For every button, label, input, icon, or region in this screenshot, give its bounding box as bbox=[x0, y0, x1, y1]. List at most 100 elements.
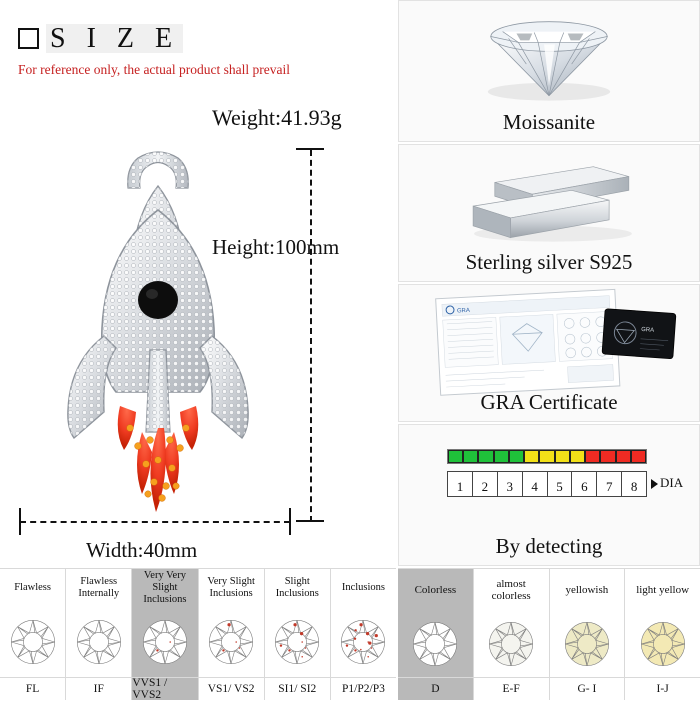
feature-card-silver: Sterling silver S925 bbox=[398, 144, 700, 282]
gem-diagram-icon bbox=[76, 620, 121, 664]
svg-text:GRA: GRA bbox=[641, 327, 654, 334]
led-segment bbox=[479, 451, 493, 462]
clarity-grade-title: Very Very Slight Inclusions bbox=[143, 570, 187, 605]
scale-tick: 6 bbox=[572, 472, 598, 496]
color-grade-title: yellowish bbox=[565, 583, 609, 596]
rocket-pendant-image bbox=[67, 151, 249, 512]
feature-caption: Sterling silver S925 bbox=[465, 250, 633, 274]
scale-tick: 1 bbox=[448, 472, 473, 496]
led-segment bbox=[570, 451, 585, 462]
size-heading-group: S I Z E bbox=[18, 24, 184, 53]
led-segment bbox=[586, 451, 600, 462]
color-grade-title: Colorless bbox=[414, 583, 457, 596]
gem-diagram-icon bbox=[413, 622, 458, 666]
feature-caption: By detecting bbox=[495, 534, 603, 558]
features-panel: Moissanite Sterling silver S92 bbox=[398, 0, 700, 566]
gem-diagram-icon bbox=[341, 620, 386, 664]
led-segment bbox=[509, 451, 524, 462]
height-top-cap bbox=[296, 148, 324, 150]
size-disclaimer: For reference only, the actual product s… bbox=[18, 62, 291, 77]
scale-tick: 7 bbox=[597, 472, 623, 496]
weight-label: Weight:41.93g bbox=[212, 105, 342, 130]
svg-text:GRA: GRA bbox=[457, 308, 470, 315]
color-grade-code: D bbox=[398, 677, 473, 700]
silver-bars-icon bbox=[472, 166, 632, 242]
clarity-grade-code: SI1/ SI2 bbox=[264, 677, 330, 700]
led-segment bbox=[616, 451, 630, 462]
size-heading: S I Z E bbox=[46, 24, 184, 53]
led-segment bbox=[631, 451, 646, 462]
color-grade-column: yellowish G- I bbox=[549, 568, 626, 700]
height-label: Height:100mm bbox=[212, 235, 340, 259]
gem-diagram-icon bbox=[275, 620, 320, 664]
clarity-grade-code: IF bbox=[66, 677, 132, 700]
certificate-icon: GRA bbox=[435, 288, 677, 396]
color-gem bbox=[550, 611, 625, 677]
width-label: Width:40mm bbox=[86, 538, 198, 562]
led-segment bbox=[464, 451, 478, 462]
dia-label: DIA bbox=[660, 475, 684, 490]
clarity-grade-title: Inclusions bbox=[341, 582, 386, 594]
led-segment bbox=[601, 451, 615, 462]
gem-diagram-icon bbox=[142, 620, 187, 664]
led-segment bbox=[525, 451, 539, 462]
color-grade-code: E-F bbox=[473, 677, 549, 700]
clarity-grade-code: P1/P2/P3 bbox=[330, 677, 397, 700]
gem-diagram-icon bbox=[640, 622, 685, 666]
feature-card-certificate: GRA bbox=[398, 284, 700, 422]
gem-diagram-icon bbox=[489, 622, 534, 666]
scale-tick: 2 bbox=[473, 472, 498, 496]
color-grade-title: light yellow bbox=[636, 583, 690, 596]
led-segment bbox=[555, 451, 569, 462]
height-bottom-cap bbox=[296, 520, 324, 522]
gem-diagram-icon bbox=[564, 622, 609, 666]
width-right-cap bbox=[289, 508, 291, 535]
color-gem bbox=[398, 611, 473, 677]
clarity-grade-title: Flawless Internally bbox=[78, 576, 120, 599]
color-gem bbox=[625, 611, 700, 677]
detector-led-bar bbox=[447, 449, 647, 464]
height-dimension-line bbox=[310, 150, 312, 522]
led-segment bbox=[449, 451, 463, 462]
clarity-grade-code: VS1/ VS2 bbox=[198, 677, 264, 700]
scale-tick: 3 bbox=[498, 472, 523, 496]
clarity-gem bbox=[66, 607, 131, 677]
clarity-gem bbox=[331, 607, 396, 677]
color-grade-code: G- I bbox=[549, 677, 625, 700]
clarity-gem bbox=[0, 607, 65, 677]
clarity-grade-title: Slight Inclusions bbox=[275, 576, 319, 599]
scale-tick: 4 bbox=[523, 472, 548, 496]
dia-label-group: DIA bbox=[651, 475, 683, 491]
color-grade-title: almost colorless bbox=[491, 577, 531, 602]
clarity-grade-code: FL bbox=[0, 677, 66, 700]
color-gem bbox=[474, 611, 549, 677]
color-grade-code: I-J bbox=[625, 677, 700, 700]
square-bullet-icon bbox=[18, 28, 39, 50]
gem-diagram-icon bbox=[10, 620, 55, 664]
triangle-pointer-icon bbox=[651, 479, 658, 490]
clarity-grade-title: Flawless bbox=[14, 582, 51, 594]
led-segment bbox=[494, 451, 508, 462]
clarity-gem bbox=[199, 607, 264, 677]
feature-card-moissanite: Moissanite bbox=[398, 0, 700, 142]
clarity-gem bbox=[132, 607, 197, 677]
clarity-gem bbox=[265, 607, 330, 677]
clarity-grade-code: VVS1 / VVS2 bbox=[132, 677, 198, 701]
gem-diagram-icon bbox=[209, 620, 254, 664]
feature-caption: GRA Certificate bbox=[480, 390, 618, 414]
scale-tick: 8 bbox=[630, 479, 638, 494]
size-panel: S I Z E For reference only, the actual p… bbox=[0, 0, 396, 566]
scale-tick: 5 bbox=[548, 472, 573, 496]
